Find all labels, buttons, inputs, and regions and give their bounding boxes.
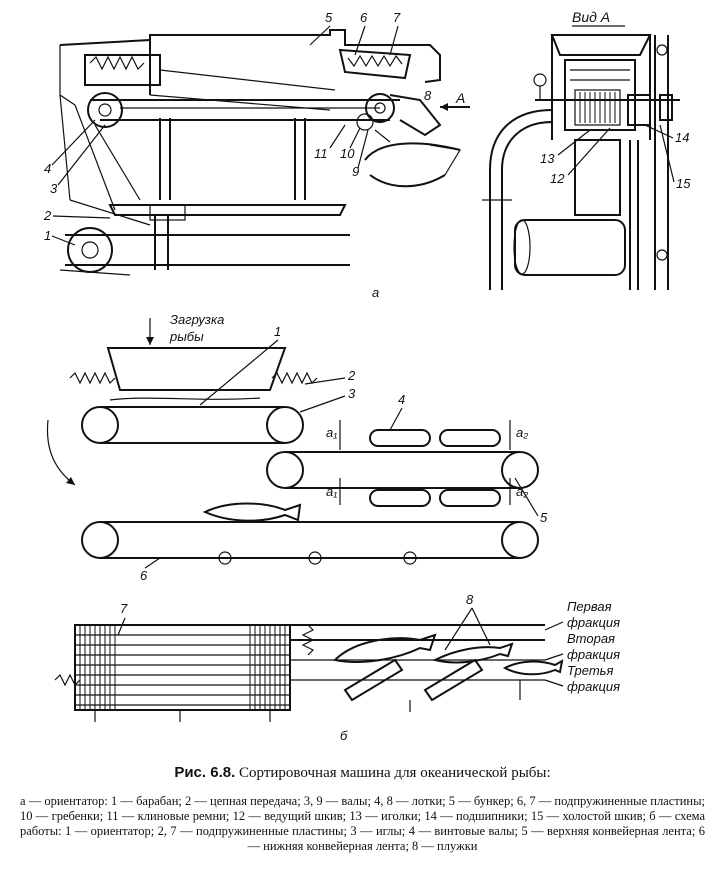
- callouts-view-A: 14 13 12 15: [540, 124, 691, 191]
- svg-text:8: 8: [466, 592, 474, 607]
- svg-text:3: 3: [50, 181, 58, 196]
- view-a-side: [59, 29, 470, 276]
- svg-text:Вид А: Вид А: [572, 9, 610, 25]
- svg-text:фракция: фракция: [567, 615, 620, 630]
- svg-text:6: 6: [360, 10, 368, 25]
- svg-text:7: 7: [120, 601, 128, 616]
- callouts-view-b: 7 8 Первая фракция Вторая фракция Третья…: [117, 592, 620, 743]
- svg-text:2: 2: [43, 208, 52, 223]
- svg-text:6: 6: [140, 568, 148, 583]
- svg-text:Первая: Первая: [567, 599, 612, 614]
- view-a-front: Вид А: [482, 9, 680, 290]
- svg-text:а: а: [372, 285, 379, 300]
- svg-text:3: 3: [348, 386, 356, 401]
- callouts-view-a: 5 6 7 8 А 4 3 2 1 11 10 9 а: [43, 10, 465, 300]
- operation-scheme: Загрузка рыбы: [46, 312, 539, 565]
- svg-text:13: 13: [540, 151, 555, 166]
- caption-legend: а — ориентатор: 1 — барабан; 2 — цепная …: [20, 794, 705, 853]
- svg-text:5: 5: [325, 10, 333, 25]
- svg-text:1: 1: [44, 228, 51, 243]
- svg-text:1: 1: [274, 324, 281, 339]
- svg-text:a₂: a₂: [516, 484, 528, 499]
- view-b: [54, 624, 564, 722]
- sorting-machine-figure: 5 6 7 8 А 4 3 2 1 11 10 9 а Вид А: [43, 9, 691, 743]
- caption-title: Рис. 6.8. Сортировочная машина для океан…: [20, 764, 705, 782]
- callouts-scheme: 1 2 3 4 5 6 a₁ a₁ a₂ a₂: [140, 324, 548, 583]
- svg-text:14: 14: [675, 130, 689, 145]
- svg-text:11: 11: [314, 146, 328, 161]
- figure-caption: Рис. 6.8. Сортировочная машина для океан…: [20, 764, 705, 854]
- svg-text:a₂: a₂: [516, 425, 528, 440]
- svg-text:8: 8: [424, 88, 432, 103]
- svg-text:А: А: [455, 90, 465, 106]
- svg-text:9: 9: [352, 164, 359, 179]
- svg-text:10: 10: [340, 146, 355, 161]
- svg-text:фракция: фракция: [567, 679, 620, 694]
- caption-prefix: Рис. 6.8.: [174, 764, 236, 781]
- svg-text:15: 15: [676, 176, 691, 191]
- svg-text:5: 5: [540, 510, 548, 525]
- svg-text:4: 4: [398, 392, 405, 407]
- svg-text:2: 2: [347, 368, 356, 383]
- svg-text:7: 7: [393, 10, 401, 25]
- svg-text:a₁: a₁: [326, 425, 337, 440]
- svg-text:Третья: Третья: [567, 663, 613, 678]
- svg-text:Вторая: Вторая: [567, 631, 615, 646]
- svg-text:фракция: фракция: [567, 647, 620, 662]
- svg-text:рыбы: рыбы: [169, 329, 204, 344]
- svg-text:4: 4: [44, 161, 51, 176]
- caption-title-text: Сортировочная машина для океанической ры…: [235, 765, 551, 781]
- svg-text:a₁: a₁: [326, 484, 337, 499]
- svg-text:б: б: [340, 728, 348, 743]
- svg-text:Загрузка: Загрузка: [170, 312, 224, 327]
- svg-text:12: 12: [550, 171, 565, 186]
